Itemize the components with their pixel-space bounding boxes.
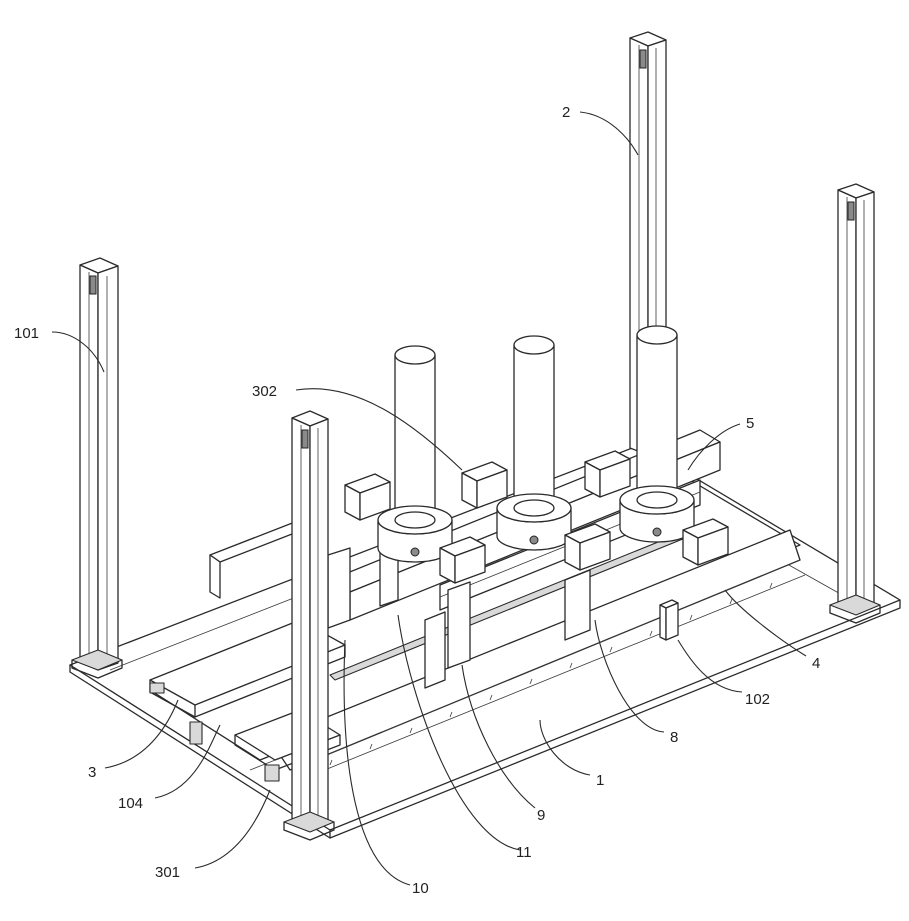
post-102 xyxy=(660,600,678,640)
label-2: 2 xyxy=(562,104,570,121)
clamp-ring-middle xyxy=(497,494,571,550)
label-301: 301 xyxy=(155,864,180,881)
column-front xyxy=(284,411,334,840)
label-8: 8 xyxy=(670,729,678,746)
label-104: 104 xyxy=(118,795,143,812)
label-3: 3 xyxy=(88,764,96,781)
pipe-middle xyxy=(514,336,554,515)
label-101: 101 xyxy=(14,325,39,342)
label-302: 302 xyxy=(252,383,277,400)
pipe-left xyxy=(395,346,435,530)
label-10: 10 xyxy=(412,880,429,897)
label-102: 102 xyxy=(745,691,770,708)
label-9: 9 xyxy=(537,807,545,824)
label-5: 5 xyxy=(746,415,754,432)
label-1: 1 xyxy=(596,772,604,789)
column-right xyxy=(830,184,880,623)
label-4: 4 xyxy=(812,655,820,672)
column-101 xyxy=(72,258,122,678)
label-11: 11 xyxy=(516,844,532,861)
